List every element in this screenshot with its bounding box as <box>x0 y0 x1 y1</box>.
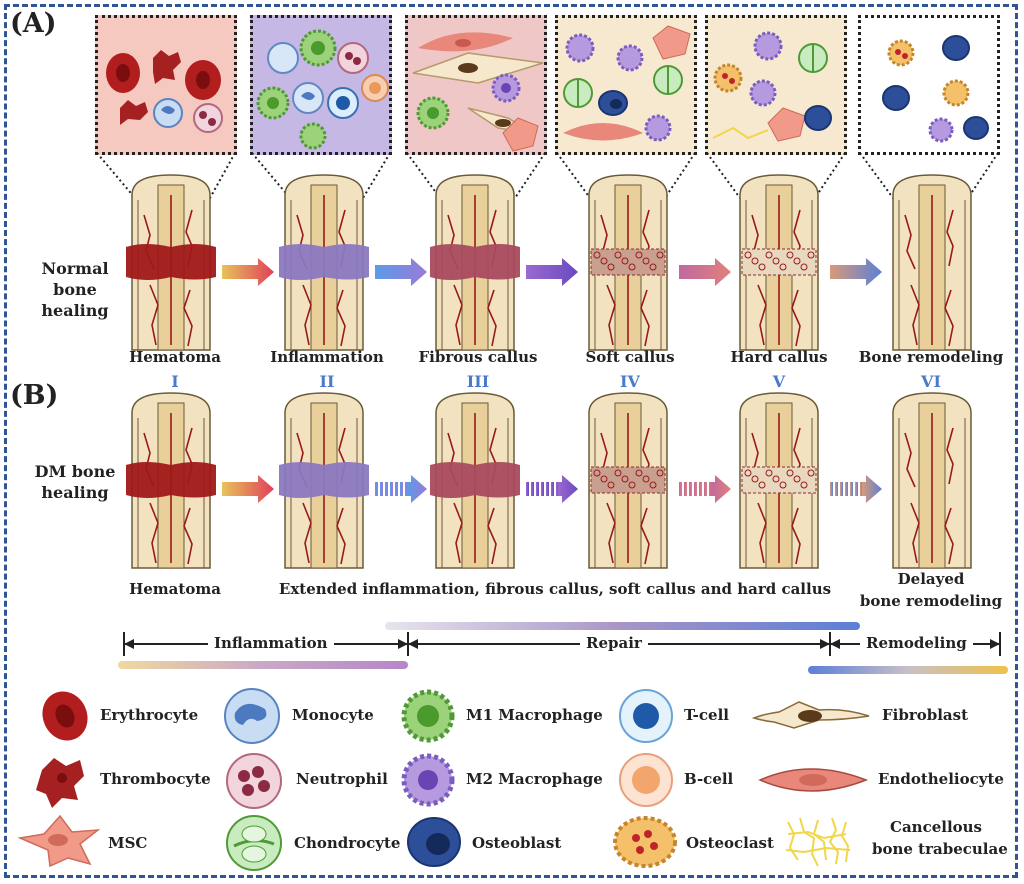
stage-label-1: Hematoma <box>129 348 221 366</box>
zoom-soft-callus <box>555 15 697 155</box>
roman-4: IV <box>620 372 640 391</box>
arrow-normal-2 <box>375 258 427 286</box>
arrow-normal-3 <box>526 258 578 286</box>
legend-label-chondrocyte: Chondrocyte <box>294 834 401 852</box>
inflammation-cells <box>256 29 389 150</box>
bone-normal-6 <box>892 174 972 351</box>
panel-label-a: (A) <box>10 8 57 39</box>
bone-dm-4 <box>588 392 668 569</box>
monocyte-icon <box>224 688 280 744</box>
arrow-dm-1 <box>222 475 274 503</box>
legend-label-osteoclast: Osteoclast <box>686 834 774 852</box>
legend-label-osteoblast: Osteoblast <box>472 834 562 852</box>
legend-label-monocyte: Monocyte <box>292 706 374 724</box>
neutrophil-icon <box>226 753 282 809</box>
row-label-dm: DM bone healing <box>34 462 116 502</box>
legend-label-endotheliocyte: Endotheliocyte <box>878 770 1004 788</box>
roman-5: V <box>772 372 786 391</box>
hard-callus-cells <box>712 31 832 142</box>
roman-6: VI <box>921 372 941 391</box>
zoom-fibrous-callus <box>405 15 547 155</box>
roman-3: III <box>466 372 490 391</box>
figure-frame <box>4 4 1018 878</box>
legend-label-fibroblast: Fibroblast <box>882 706 969 724</box>
stage-label-2: Inflammation <box>270 348 384 366</box>
erythrocyte-icon <box>42 691 88 741</box>
panel-label-b: (B) <box>10 380 59 411</box>
arrow-dm-5 <box>830 475 882 503</box>
stage-label-4: Soft callus <box>585 348 675 366</box>
stage-label-5: Hard callus <box>730 348 828 366</box>
legend-label-cancellous-2: bone trabeculae <box>872 840 1008 858</box>
arrow-dm-3 <box>526 475 578 503</box>
arrow-normal-4 <box>679 258 731 286</box>
bone-dm-3 <box>430 392 520 569</box>
arrow-dm-2 <box>375 475 427 503</box>
legend-label-msc: MSC <box>108 834 148 852</box>
legend-label-m2-macrophage: M2 Macrophage <box>466 770 603 788</box>
arrow-normal-5 <box>830 258 882 286</box>
inflammation-bar <box>118 661 408 669</box>
roman-2: II <box>319 372 335 391</box>
roman-1: I <box>171 372 179 391</box>
legend-label-erythrocyte: Erythrocyte <box>100 706 199 724</box>
phase-remodeling: Remodeling <box>860 634 973 652</box>
legend-label-t-cell: T-cell <box>684 706 729 724</box>
m1-macrophage-icon <box>401 689 455 743</box>
phase-repair: Repair <box>580 634 648 652</box>
bone-normal-1 <box>126 174 216 351</box>
bone-dm-1 <box>126 392 216 569</box>
zoom-inflammation <box>250 15 392 155</box>
hematoma-cells <box>106 50 223 133</box>
bone-dm-6 <box>892 392 972 569</box>
zoom-bone-remodeling <box>858 15 1000 155</box>
osteoblast-icon <box>407 817 461 867</box>
dm-label-extended: Extended inflammation, fibrous callus, s… <box>278 580 832 598</box>
remodeling-bar <box>808 666 1008 674</box>
dm-label-hematoma: Hematoma <box>129 580 221 598</box>
endotheliocyte-icon <box>758 768 868 792</box>
msc-icon <box>18 814 100 868</box>
dm-label-delayed-2: bone remodeling <box>859 592 1003 610</box>
zoom-hematoma <box>95 15 237 155</box>
legend-label-thrombocyte: Thrombocyte <box>100 770 211 788</box>
t-cell-icon <box>619 689 673 743</box>
b-cell-icon <box>619 753 673 807</box>
legend-label-b-cell: B-cell <box>684 770 734 788</box>
fibrous-callus-cells <box>412 32 544 152</box>
legend-label-neutrophil: Neutrophil <box>296 770 388 788</box>
dm-label-delayed-1: Delayed <box>897 570 965 588</box>
fibroblast-icon <box>752 701 870 729</box>
row-label-normal: Normal bone healing <box>41 259 109 320</box>
zoom-hard-callus <box>705 15 847 155</box>
cancellous-bone-icon <box>785 817 851 867</box>
legend-label-cancellous-1: Cancellous <box>890 818 982 836</box>
phase-inflammation: Inflammation <box>208 634 334 652</box>
thrombocyte-icon <box>36 758 84 808</box>
arrow-normal-1 <box>222 258 274 286</box>
bone-remodeling-cells <box>882 35 989 143</box>
chondrocyte-icon <box>226 815 282 871</box>
bone-normal-5 <box>739 174 819 351</box>
bone-normal-2 <box>279 174 369 351</box>
stage-label-3: Fibrous callus <box>418 348 538 366</box>
bone-normal-4 <box>588 174 668 351</box>
osteoclast-icon <box>613 816 677 868</box>
arrow-dm-4 <box>679 475 731 503</box>
legend-label-m1-macrophage: M1 Macrophage <box>466 706 603 724</box>
stage-label-6: Bone remodeling <box>858 348 1004 366</box>
bone-dm-5 <box>739 392 819 569</box>
repair-bar-top <box>385 622 860 630</box>
bone-normal-3 <box>430 174 520 351</box>
soft-callus-cells <box>563 25 691 142</box>
m2-macrophage-icon <box>401 753 455 807</box>
bone-dm-2 <box>279 392 369 569</box>
